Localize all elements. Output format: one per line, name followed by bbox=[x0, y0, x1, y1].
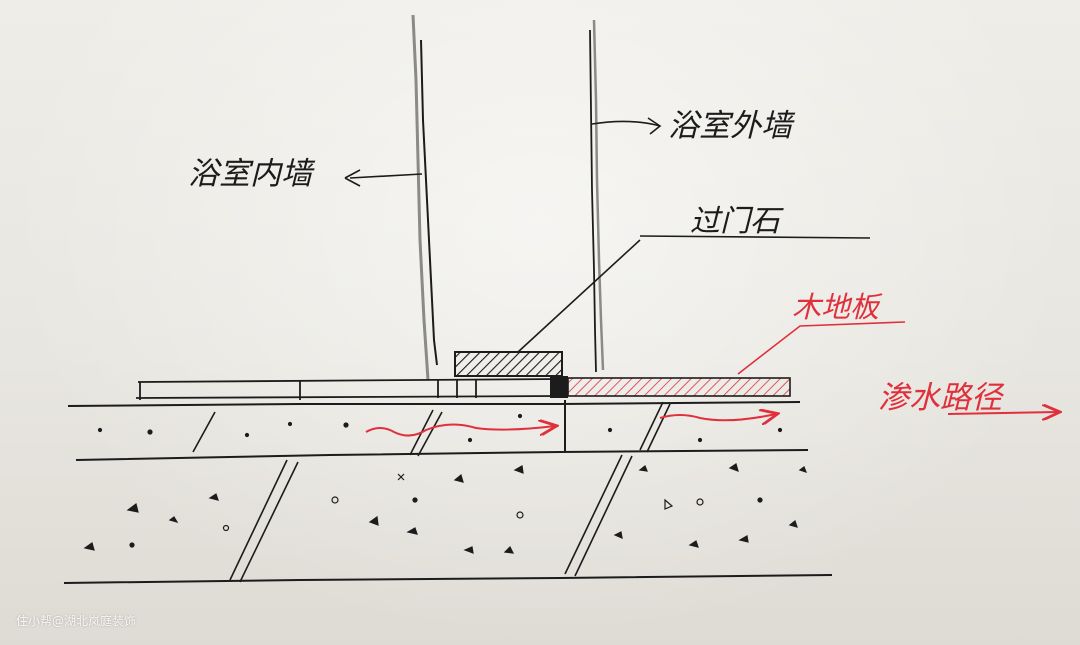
tile-layer bbox=[135, 378, 561, 400]
seepage-path-label: 渗水路径 bbox=[878, 380, 1002, 416]
wood-floor-leader bbox=[737, 321, 906, 375]
threshold-stone-block bbox=[454, 351, 563, 377]
threshold-stone-edge bbox=[550, 376, 568, 398]
outer-wall-label: 浴室外墙 bbox=[668, 108, 792, 144]
break-lines bbox=[192, 401, 671, 583]
watermark: 住小帮@湖北岚庭装饰 bbox=[16, 614, 137, 628]
inner-wall-line bbox=[411, 14, 438, 381]
wood-floor-label: 木地板 bbox=[792, 290, 880, 324]
wood-floor-strip bbox=[567, 377, 791, 397]
concrete-aggregate bbox=[83, 413, 808, 554]
floor-slab-lines bbox=[63, 400, 833, 584]
threshold-stone-label: 过门石 bbox=[690, 204, 780, 239]
inner-wall-label: 浴室内墙 bbox=[188, 156, 312, 192]
outer-wall-line bbox=[589, 19, 605, 373]
seepage-arrows bbox=[365, 412, 1058, 437]
leader-lines bbox=[344, 117, 871, 353]
